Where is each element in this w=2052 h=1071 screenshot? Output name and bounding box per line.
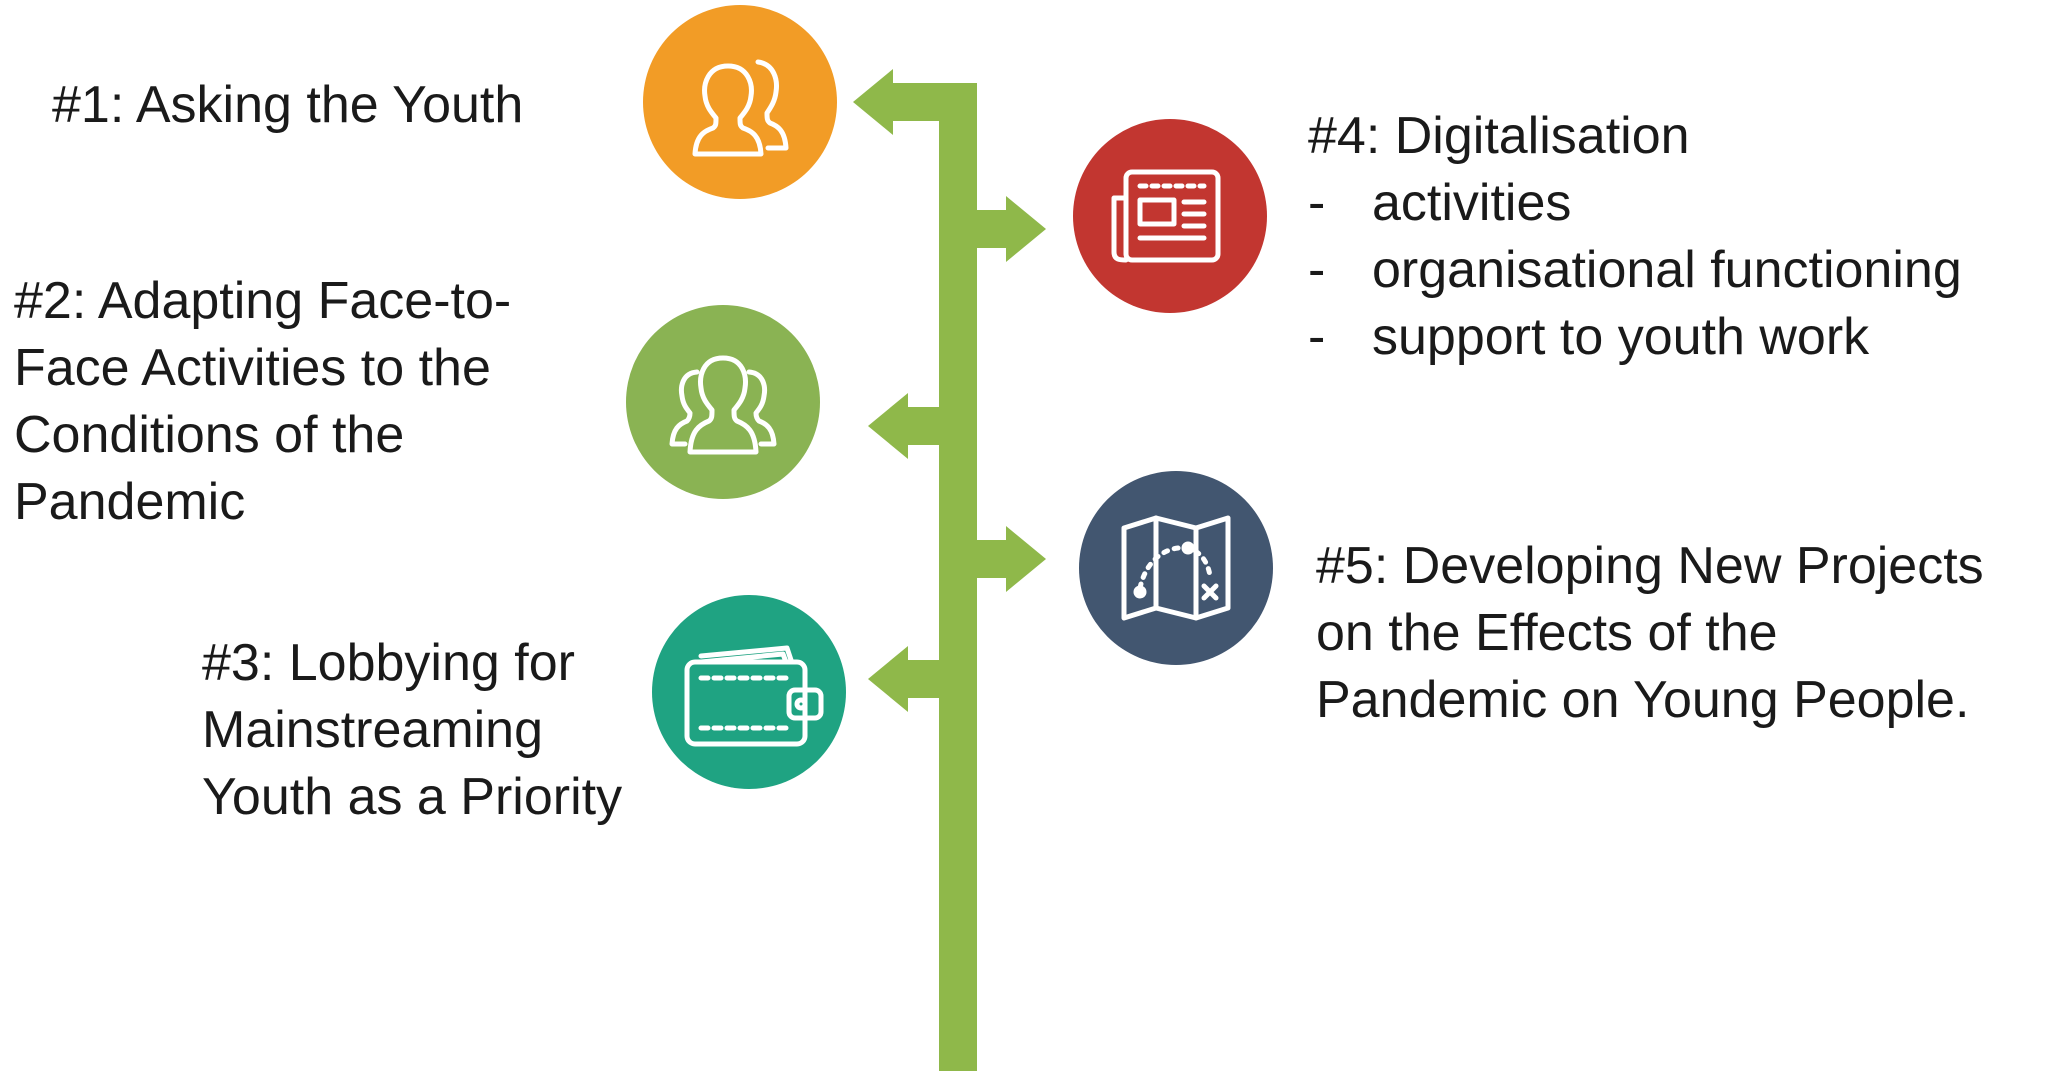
item-4-bullet-list: -activities -organisational functioning … [1308,170,1962,371]
item-5-line: on the Effects of the [1316,604,1778,662]
item-3-label: #3: Lobbying for Mainstreaming Youth as … [202,630,622,831]
arrow-4 [1006,196,1046,262]
bullet-dash: - [1308,241,1326,299]
item-4-label: #4: Digitalisation -activities -organisa… [1308,103,1962,371]
item-5-line: #5: Developing New Projects [1316,537,1984,595]
user-pair-icon [692,59,789,157]
branch-3 [895,660,977,698]
item-3-line: Youth as a Priority [202,768,623,826]
map-icon [1121,515,1231,621]
newspaper-icon [1111,169,1221,263]
branch-2 [895,407,977,445]
item-5-line: Pandemic on Young People. [1316,671,1970,729]
circle-item-3 [652,595,846,789]
bullet-dash: - [1308,174,1326,232]
arrow-3 [868,646,908,712]
circle-item-4 [1073,119,1267,313]
item-3-line: #3: Lobbying for [202,634,575,692]
circle-item-1 [643,5,837,199]
arrow-2 [868,393,908,459]
item-3-line: Mainstreaming [202,701,544,759]
connector-tree [853,69,1046,1071]
item-4-bullet: -support to youth work [1308,304,1962,371]
arrow-1 [853,69,893,135]
item-2-line: Face Activities to the [14,339,491,397]
user-group-icon [669,355,777,455]
item-5-label: #5: Developing New Projects on the Effec… [1316,533,1984,734]
branch-1 [880,83,977,121]
item-4-bullet: -activities [1308,170,1962,237]
item-2-line: #2: Adapting Face-to- [14,272,512,330]
item-2-line: Conditions of the [14,406,405,464]
arrow-5 [1006,526,1046,592]
bullet-dash: - [1308,308,1326,366]
bullet-text: support to youth work [1372,308,1870,366]
item-2-line: Pandemic [14,473,246,531]
circle-item-2 [626,305,820,499]
circle-item-5 [1079,471,1273,665]
wallet-icon [684,645,824,747]
item-4-bullet: -organisational functioning [1308,237,1962,304]
item-4-heading: #4: Digitalisation [1308,107,1690,165]
item-2-label: #2: Adapting Face-to- Face Activities to… [14,268,511,536]
bullet-text: organisational functioning [1372,241,1962,299]
bullet-text: activities [1372,174,1572,232]
item-1-line: #1: Asking the Youth [52,76,524,134]
item-1-label: #1: Asking the Youth [52,72,523,139]
